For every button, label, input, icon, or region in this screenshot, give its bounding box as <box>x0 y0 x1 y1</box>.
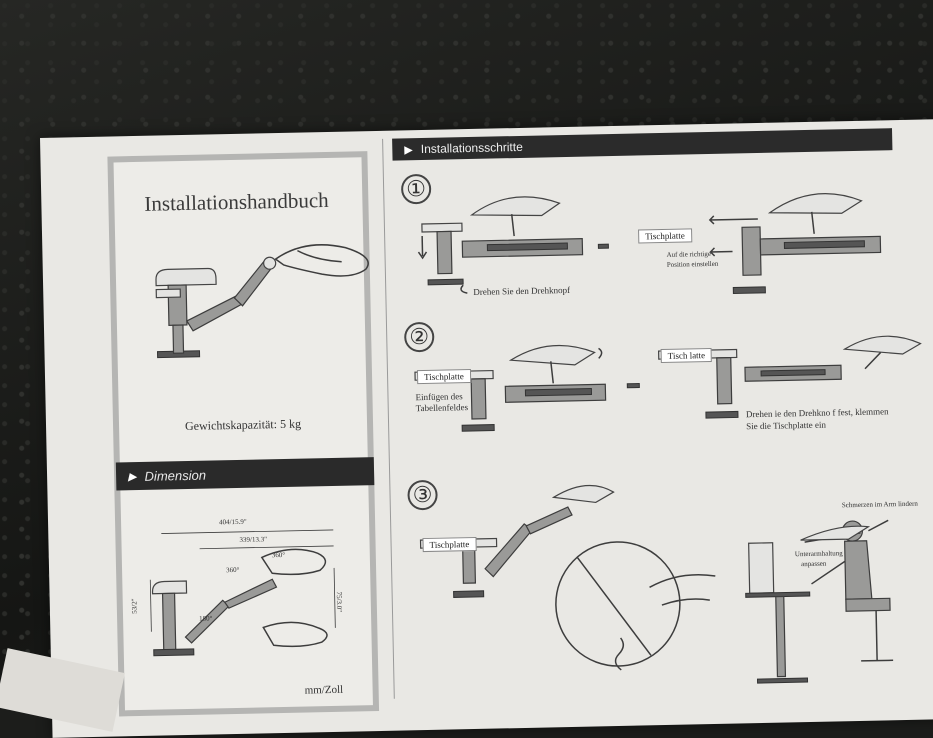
step-1-illustration <box>417 192 882 295</box>
dimension-drawing <box>149 529 336 657</box>
step-3-table-label: Tischplatte <box>422 536 477 553</box>
step-3-adjust-line-2: anpassen <box>801 559 827 569</box>
manual-sheet: Installationshandbuch Gewichtskapazität:… <box>40 118 933 738</box>
step-3-illustration <box>419 484 894 684</box>
overview-panel: Installationshandbuch Gewichtskapazität:… <box>107 151 380 717</box>
step-3-pain-caption: Schmerzen im Arm lindern <box>841 499 918 510</box>
armrest-illustration <box>155 244 369 359</box>
step-3-adjust-line-1: Unterarmhaltung <box>794 549 843 559</box>
